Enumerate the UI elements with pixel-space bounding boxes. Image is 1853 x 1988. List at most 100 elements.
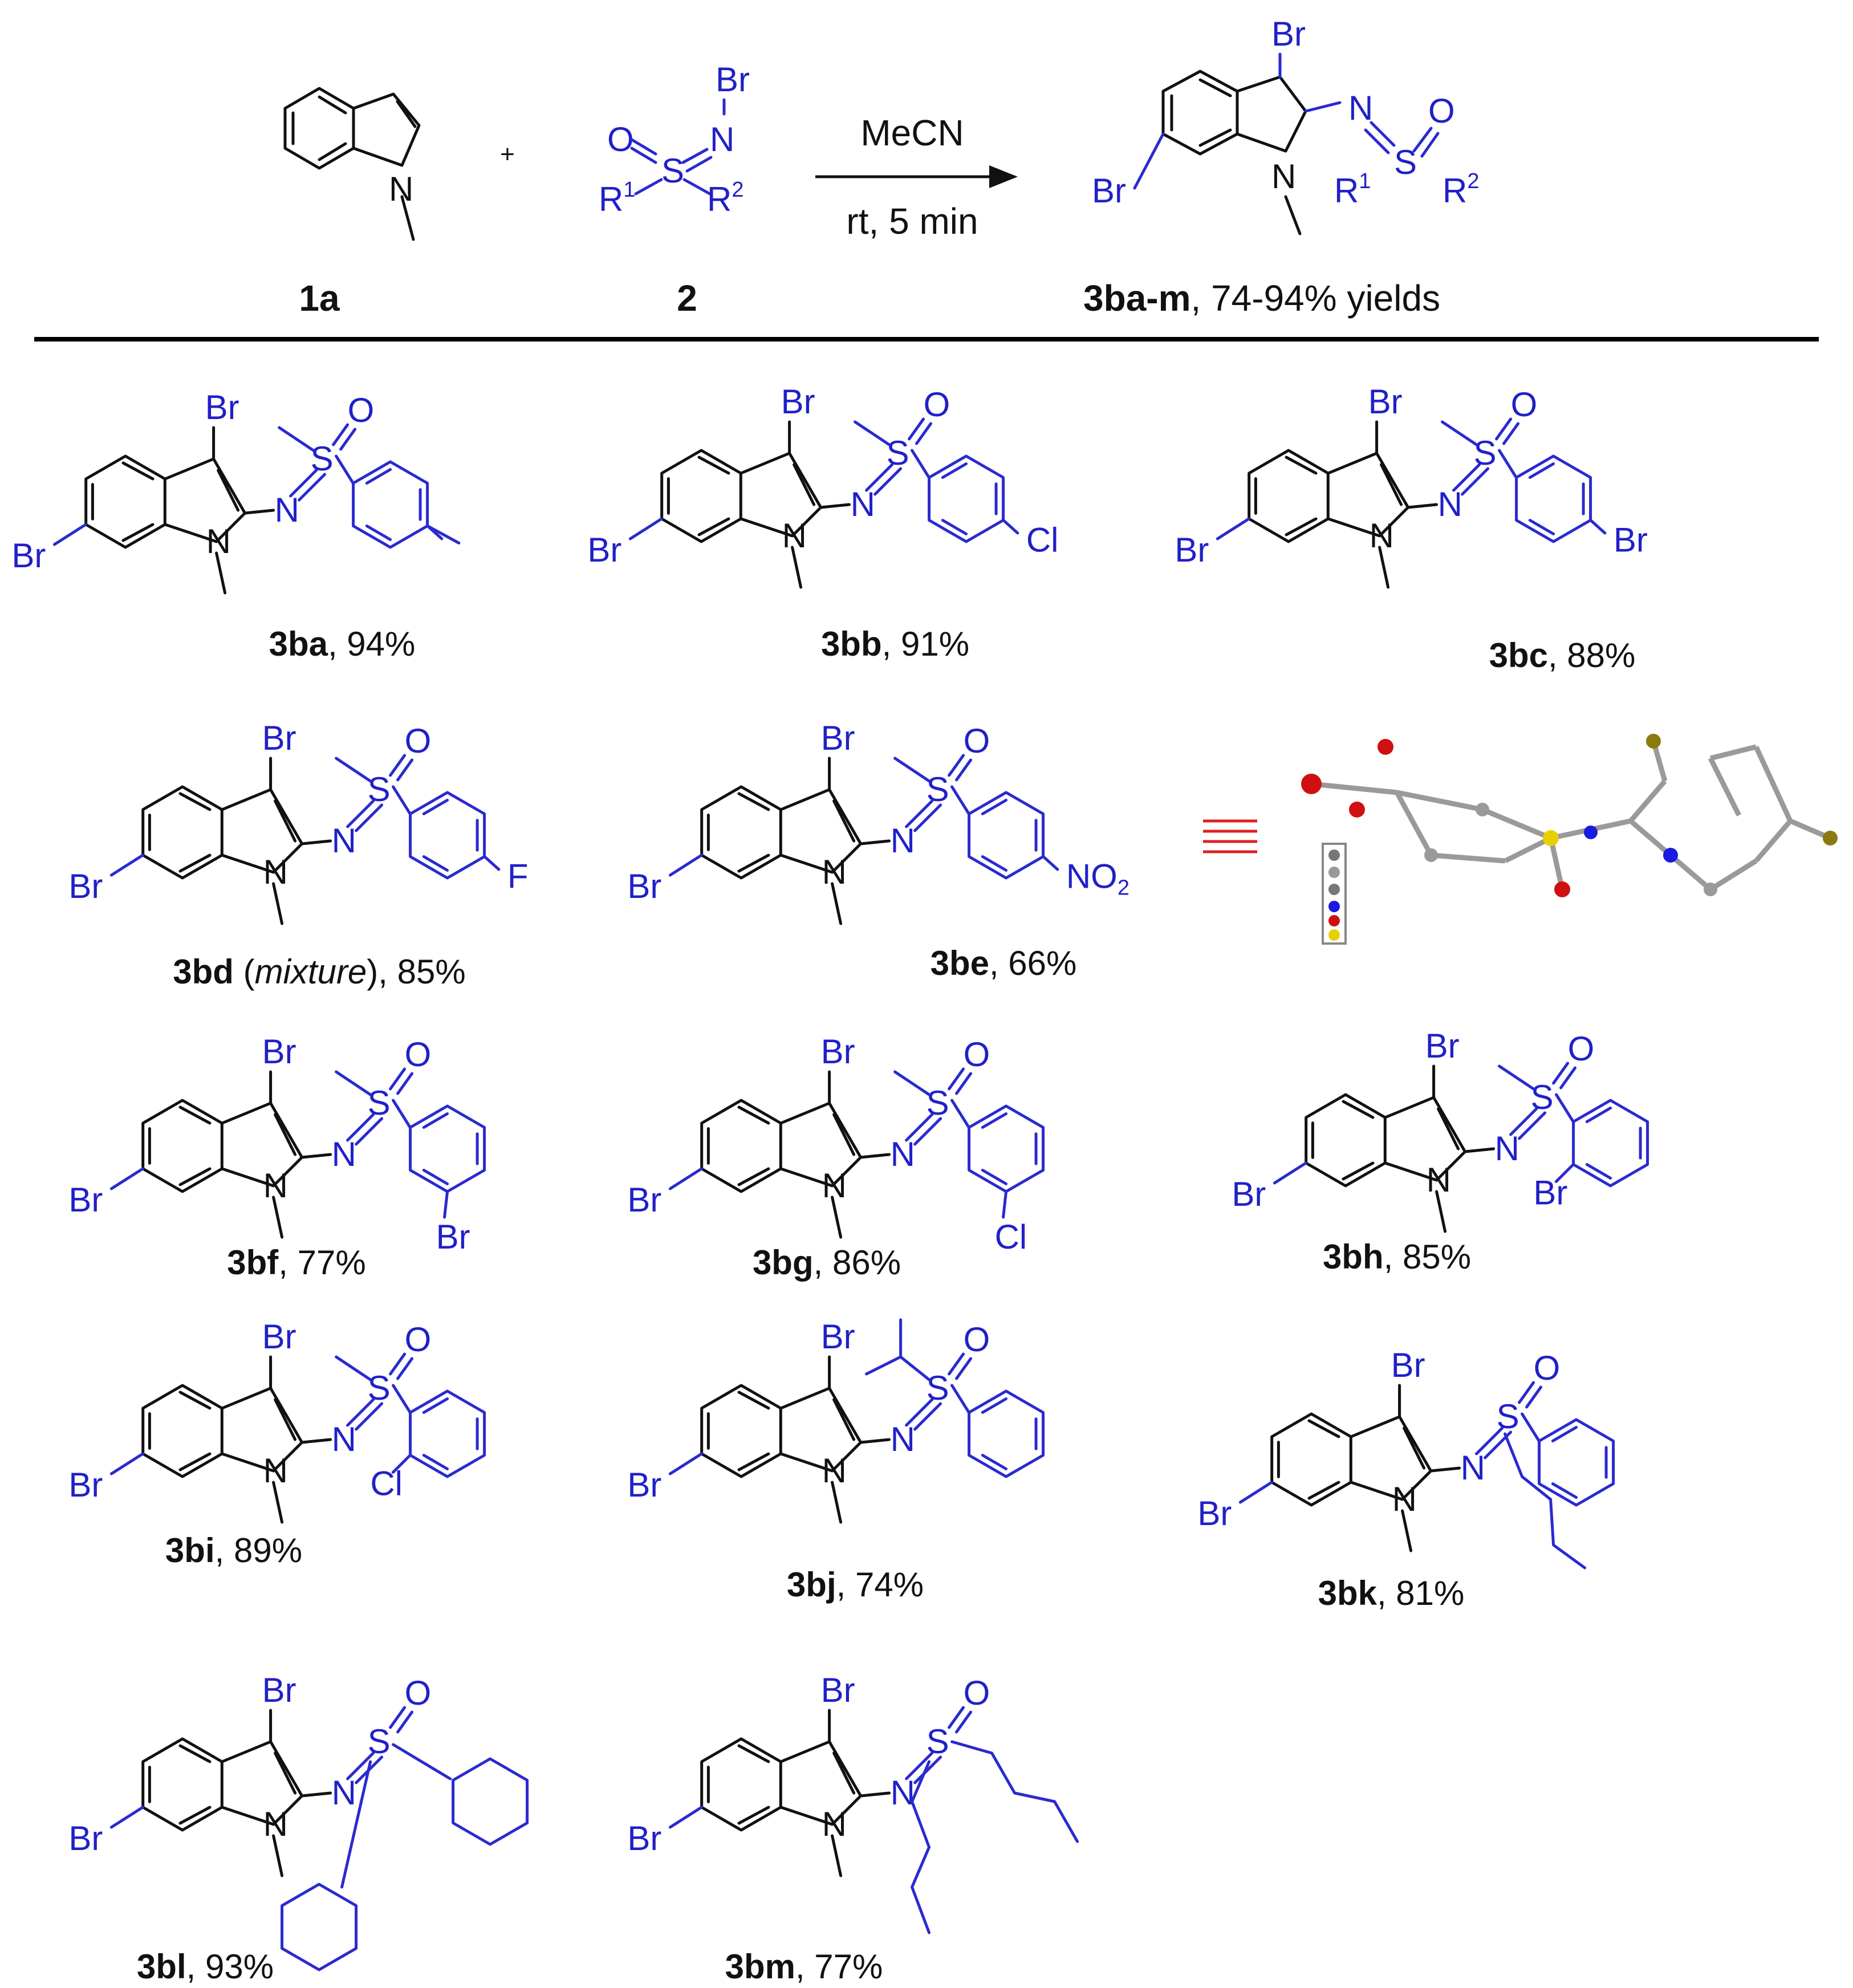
br6-atom-label: Br [11, 536, 46, 575]
br-3-label: Br [1271, 15, 1306, 53]
crystal-atom [1349, 802, 1365, 818]
sulfoximine-n-label: N [891, 822, 915, 860]
crystal-bond [1396, 790, 1483, 812]
br6-atom-label: Br [68, 1819, 103, 1857]
crystal-axis-box [1322, 843, 1347, 945]
crystal-atom [1476, 803, 1489, 816]
br6-atom-label: Br [627, 1466, 661, 1504]
crystal-atom [1704, 883, 1717, 896]
br6-atom-label: Br [627, 1181, 661, 1219]
crystal-bond [1311, 781, 1397, 795]
r2-label: R2 [1442, 169, 1479, 210]
br-6-label: Br [1092, 172, 1126, 210]
s-atom-label: S [1531, 1078, 1554, 1116]
crystal-atom [1424, 848, 1438, 862]
s-atom-label: S [368, 1722, 391, 1761]
aryl-substituent-label: Br [436, 1218, 470, 1256]
plus-sign: + [500, 140, 515, 168]
o-atom-label: O [964, 1674, 990, 1712]
br3-atom-label: Br [821, 719, 855, 757]
crystal-bond [1503, 835, 1553, 864]
o-atom-label: O [924, 385, 950, 424]
compound-caption: 3bh, 85% [1323, 1238, 1471, 1276]
br-label: Br [716, 60, 750, 99]
br3-atom-label: Br [262, 1671, 296, 1709]
n-label: N [1348, 89, 1373, 127]
compound-caption: 3bc, 88% [1489, 636, 1636, 674]
sulfoximine-n-label: N [332, 1420, 356, 1458]
n1-atom-label: N [263, 1452, 288, 1490]
n1-atom-label: N [822, 853, 847, 891]
br3-atom-label: Br [1391, 1346, 1425, 1384]
br6-atom-label: Br [627, 867, 661, 905]
s-atom-label: S [368, 1369, 391, 1407]
crystal-bond [1628, 779, 1667, 823]
s-atom-label: S [1497, 1397, 1519, 1436]
crystal-atom [1584, 826, 1598, 839]
br6-atom-label: Br [68, 867, 103, 905]
n-label: N [710, 120, 734, 158]
br3-atom-label: Br [262, 1318, 296, 1356]
crystal-bond [1481, 807, 1552, 841]
aryl-substituent-label: Cl [370, 1465, 403, 1503]
o-atom-label: O [405, 1674, 432, 1712]
s-atom-label: S [368, 1084, 391, 1122]
solvent-label: MeCN [860, 112, 964, 153]
br3-atom-label: Br [205, 388, 239, 426]
br3-atom-label: Br [262, 1032, 296, 1071]
compound-caption: 3bb, 91% [821, 625, 969, 663]
crystal-bond [1629, 819, 1672, 857]
sulfoximine-n-label: N [332, 1774, 356, 1812]
crystal-bond [1431, 852, 1506, 864]
br6-atom-label: Br [68, 1466, 103, 1504]
s-atom-label: S [926, 770, 949, 808]
sulfoximine-n-label: N [1438, 485, 1462, 523]
aryl-substituent-label: Cl [995, 1218, 1027, 1256]
crystal-atom [1823, 831, 1838, 845]
br3-atom-label: Br [781, 383, 815, 421]
n1-atom-label: N [1370, 517, 1394, 555]
crystal-bond [1754, 819, 1793, 863]
compound-caption: 3bi, 89% [165, 1531, 302, 1570]
br6-atom-label: Br [587, 531, 621, 569]
compound-caption: 3be, 66% [930, 944, 1077, 982]
n1-atom-label: N [263, 1166, 288, 1205]
br6-atom-label: Br [1197, 1494, 1232, 1532]
compound-caption: 3bd (mixture), 85% [173, 953, 465, 991]
o-atom-label: O [405, 1035, 432, 1074]
s-atom-label: S [926, 1369, 949, 1407]
n1-atom-label: N [206, 522, 231, 560]
o-atom-label: O [405, 1320, 432, 1359]
sulfoximine-n-label: N [275, 491, 299, 529]
aryl-substituent-label: Cl [1026, 521, 1059, 559]
s-atom-label: S [368, 770, 391, 808]
br3-atom-label: Br [821, 1318, 855, 1356]
o-label: O [607, 120, 634, 158]
crystal-bond [1753, 746, 1793, 822]
o-label: O [1428, 92, 1455, 130]
n1-atom-label: N [822, 1452, 847, 1490]
reactant-1a: N 1a [283, 87, 421, 319]
compound-caption: 3bl, 93% [137, 1948, 274, 1986]
s-atom-label: S [926, 1722, 949, 1761]
sulfoximine-n-label: N [851, 485, 875, 523]
nitro-label: NO2 [1066, 857, 1129, 900]
crystal-structure [1203, 734, 1838, 945]
compound-caption: 3bm, 77% [725, 1948, 883, 1986]
s-atom-label: S [311, 440, 334, 478]
s-label: S [661, 152, 684, 190]
br3-atom-label: Br [1368, 383, 1403, 421]
sulfoximine-n-label: N [332, 1135, 356, 1173]
br6-atom-label: Br [1175, 531, 1209, 569]
n1-atom-label: N [822, 1805, 847, 1843]
sulfoximine-n-label: N [1495, 1129, 1519, 1168]
crystal-bond [1669, 853, 1712, 892]
sulfoximine-n-label: N [332, 822, 356, 860]
